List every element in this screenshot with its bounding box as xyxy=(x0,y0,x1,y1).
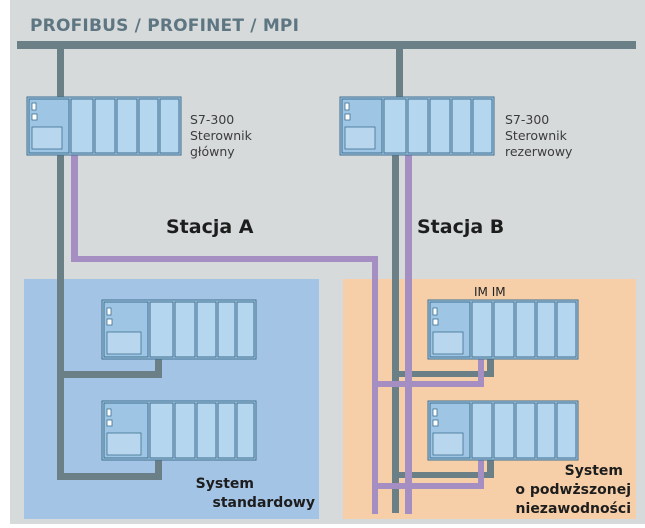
controller-a-model: S7-300 xyxy=(190,112,235,127)
standard-system-label-line1: System xyxy=(195,476,254,492)
io-module-3 xyxy=(196,402,217,459)
bus-drop-controller-b xyxy=(396,49,403,97)
io-module-3 xyxy=(556,301,577,358)
bus-riser-standard-2 xyxy=(155,459,162,474)
bus-branch-ha-2 xyxy=(399,472,494,478)
ha-system-label-line3: niezawodności xyxy=(515,501,631,517)
im-modules-label: IM IM xyxy=(474,285,506,299)
io-module-3 xyxy=(429,98,451,154)
cpu-slot xyxy=(432,318,439,326)
io-module-3 xyxy=(196,301,217,358)
ha-system-label-line1: System xyxy=(564,463,623,479)
io-module-2 xyxy=(407,98,429,154)
io-module-4 xyxy=(217,402,236,459)
bus-label: PROFIBUS / PROFINET / MPI xyxy=(30,16,300,36)
plc-standard-1 xyxy=(101,299,257,360)
io-module-1 xyxy=(70,98,94,154)
io-module-5 xyxy=(472,98,493,154)
cpu-panel xyxy=(106,331,142,355)
cpu-panel xyxy=(432,432,464,456)
io-module-1 xyxy=(515,402,536,459)
plc-controller-b xyxy=(339,96,495,156)
cpu-panel xyxy=(106,432,142,456)
io-module-1 xyxy=(149,301,174,358)
io-module-1 xyxy=(149,402,174,459)
cpu-status-led xyxy=(344,102,350,111)
im-module-2 xyxy=(493,301,515,358)
io-module-3 xyxy=(556,402,577,459)
cpu-slot xyxy=(31,113,38,121)
controller-b-model: S7-300 xyxy=(505,112,550,127)
io-module-3 xyxy=(116,98,138,154)
cpu-slot xyxy=(106,419,113,427)
sync-branch-2 xyxy=(378,483,484,489)
plc-standard-2 xyxy=(101,400,257,461)
redundant-link xyxy=(71,154,484,514)
io-module-5 xyxy=(236,402,255,459)
cpu-panel xyxy=(31,126,63,150)
io-module-2 xyxy=(536,301,556,358)
controller-a-role-line1: Sterownik xyxy=(190,128,252,143)
plc-ha-1 xyxy=(427,299,579,360)
ha-system-label-line2: o podwższonej xyxy=(515,482,631,498)
sync-vertical-b xyxy=(405,154,412,514)
bus-vertical-b xyxy=(392,154,399,513)
bus-riser-standard-1 xyxy=(155,359,162,372)
cpu-panel xyxy=(432,331,464,355)
cpu-status-led xyxy=(432,307,438,316)
station-a-label: Stacja A xyxy=(166,216,254,238)
io-module-1 xyxy=(515,301,536,358)
left-white-frame xyxy=(0,0,10,524)
standard-system-label-line2: standardowy xyxy=(212,495,315,511)
bus-drop-controller-a xyxy=(57,49,64,97)
sync-branch-1 xyxy=(378,381,484,387)
controller-b-role-line2: rezerwowy xyxy=(505,144,573,159)
im-module-2 xyxy=(493,402,515,459)
io-module-5 xyxy=(159,98,180,154)
bus-riser-ha-1 xyxy=(487,359,494,371)
bus-vertical-standard xyxy=(57,154,64,480)
cpu-status-led xyxy=(106,408,112,417)
bus-branch-ha-1 xyxy=(399,371,494,377)
plc-controller-a xyxy=(26,96,182,156)
bus-riser-ha-2 xyxy=(487,459,494,473)
plc-ha-2 xyxy=(427,400,579,461)
station-b-label: Stacja B xyxy=(417,216,505,238)
io-module-4 xyxy=(217,301,236,358)
cpu-status-led xyxy=(106,307,112,316)
im-module-1 xyxy=(471,301,493,358)
im-module-1 xyxy=(471,402,493,459)
io-module-4 xyxy=(451,98,472,154)
cpu-slot xyxy=(344,113,351,121)
controller-b-role-line1: Sterownik xyxy=(505,128,567,143)
cpu-slot xyxy=(432,419,439,427)
io-module-2 xyxy=(174,301,196,358)
controller-a-role-line2: główny xyxy=(190,144,235,159)
cpu-slot xyxy=(106,318,113,326)
bus-branch-standard-2 xyxy=(64,473,162,480)
cpu-status-led xyxy=(31,102,37,111)
sync-riser-1 xyxy=(478,359,484,387)
io-module-2 xyxy=(174,402,196,459)
io-module-2 xyxy=(536,402,556,459)
sync-drop-a xyxy=(71,154,78,262)
bus-main-line xyxy=(17,41,636,49)
bus-branch-standard-1 xyxy=(64,371,162,378)
io-module-5 xyxy=(236,301,255,358)
cpu-status-led xyxy=(432,408,438,417)
fieldbus xyxy=(17,41,636,513)
io-module-1 xyxy=(383,98,407,154)
io-module-2 xyxy=(94,98,116,154)
sync-riser-2 xyxy=(478,459,484,489)
io-module-4 xyxy=(138,98,159,154)
cpu-panel xyxy=(344,126,376,150)
sync-horizontal xyxy=(71,256,378,262)
sync-vertical-a xyxy=(372,256,378,514)
